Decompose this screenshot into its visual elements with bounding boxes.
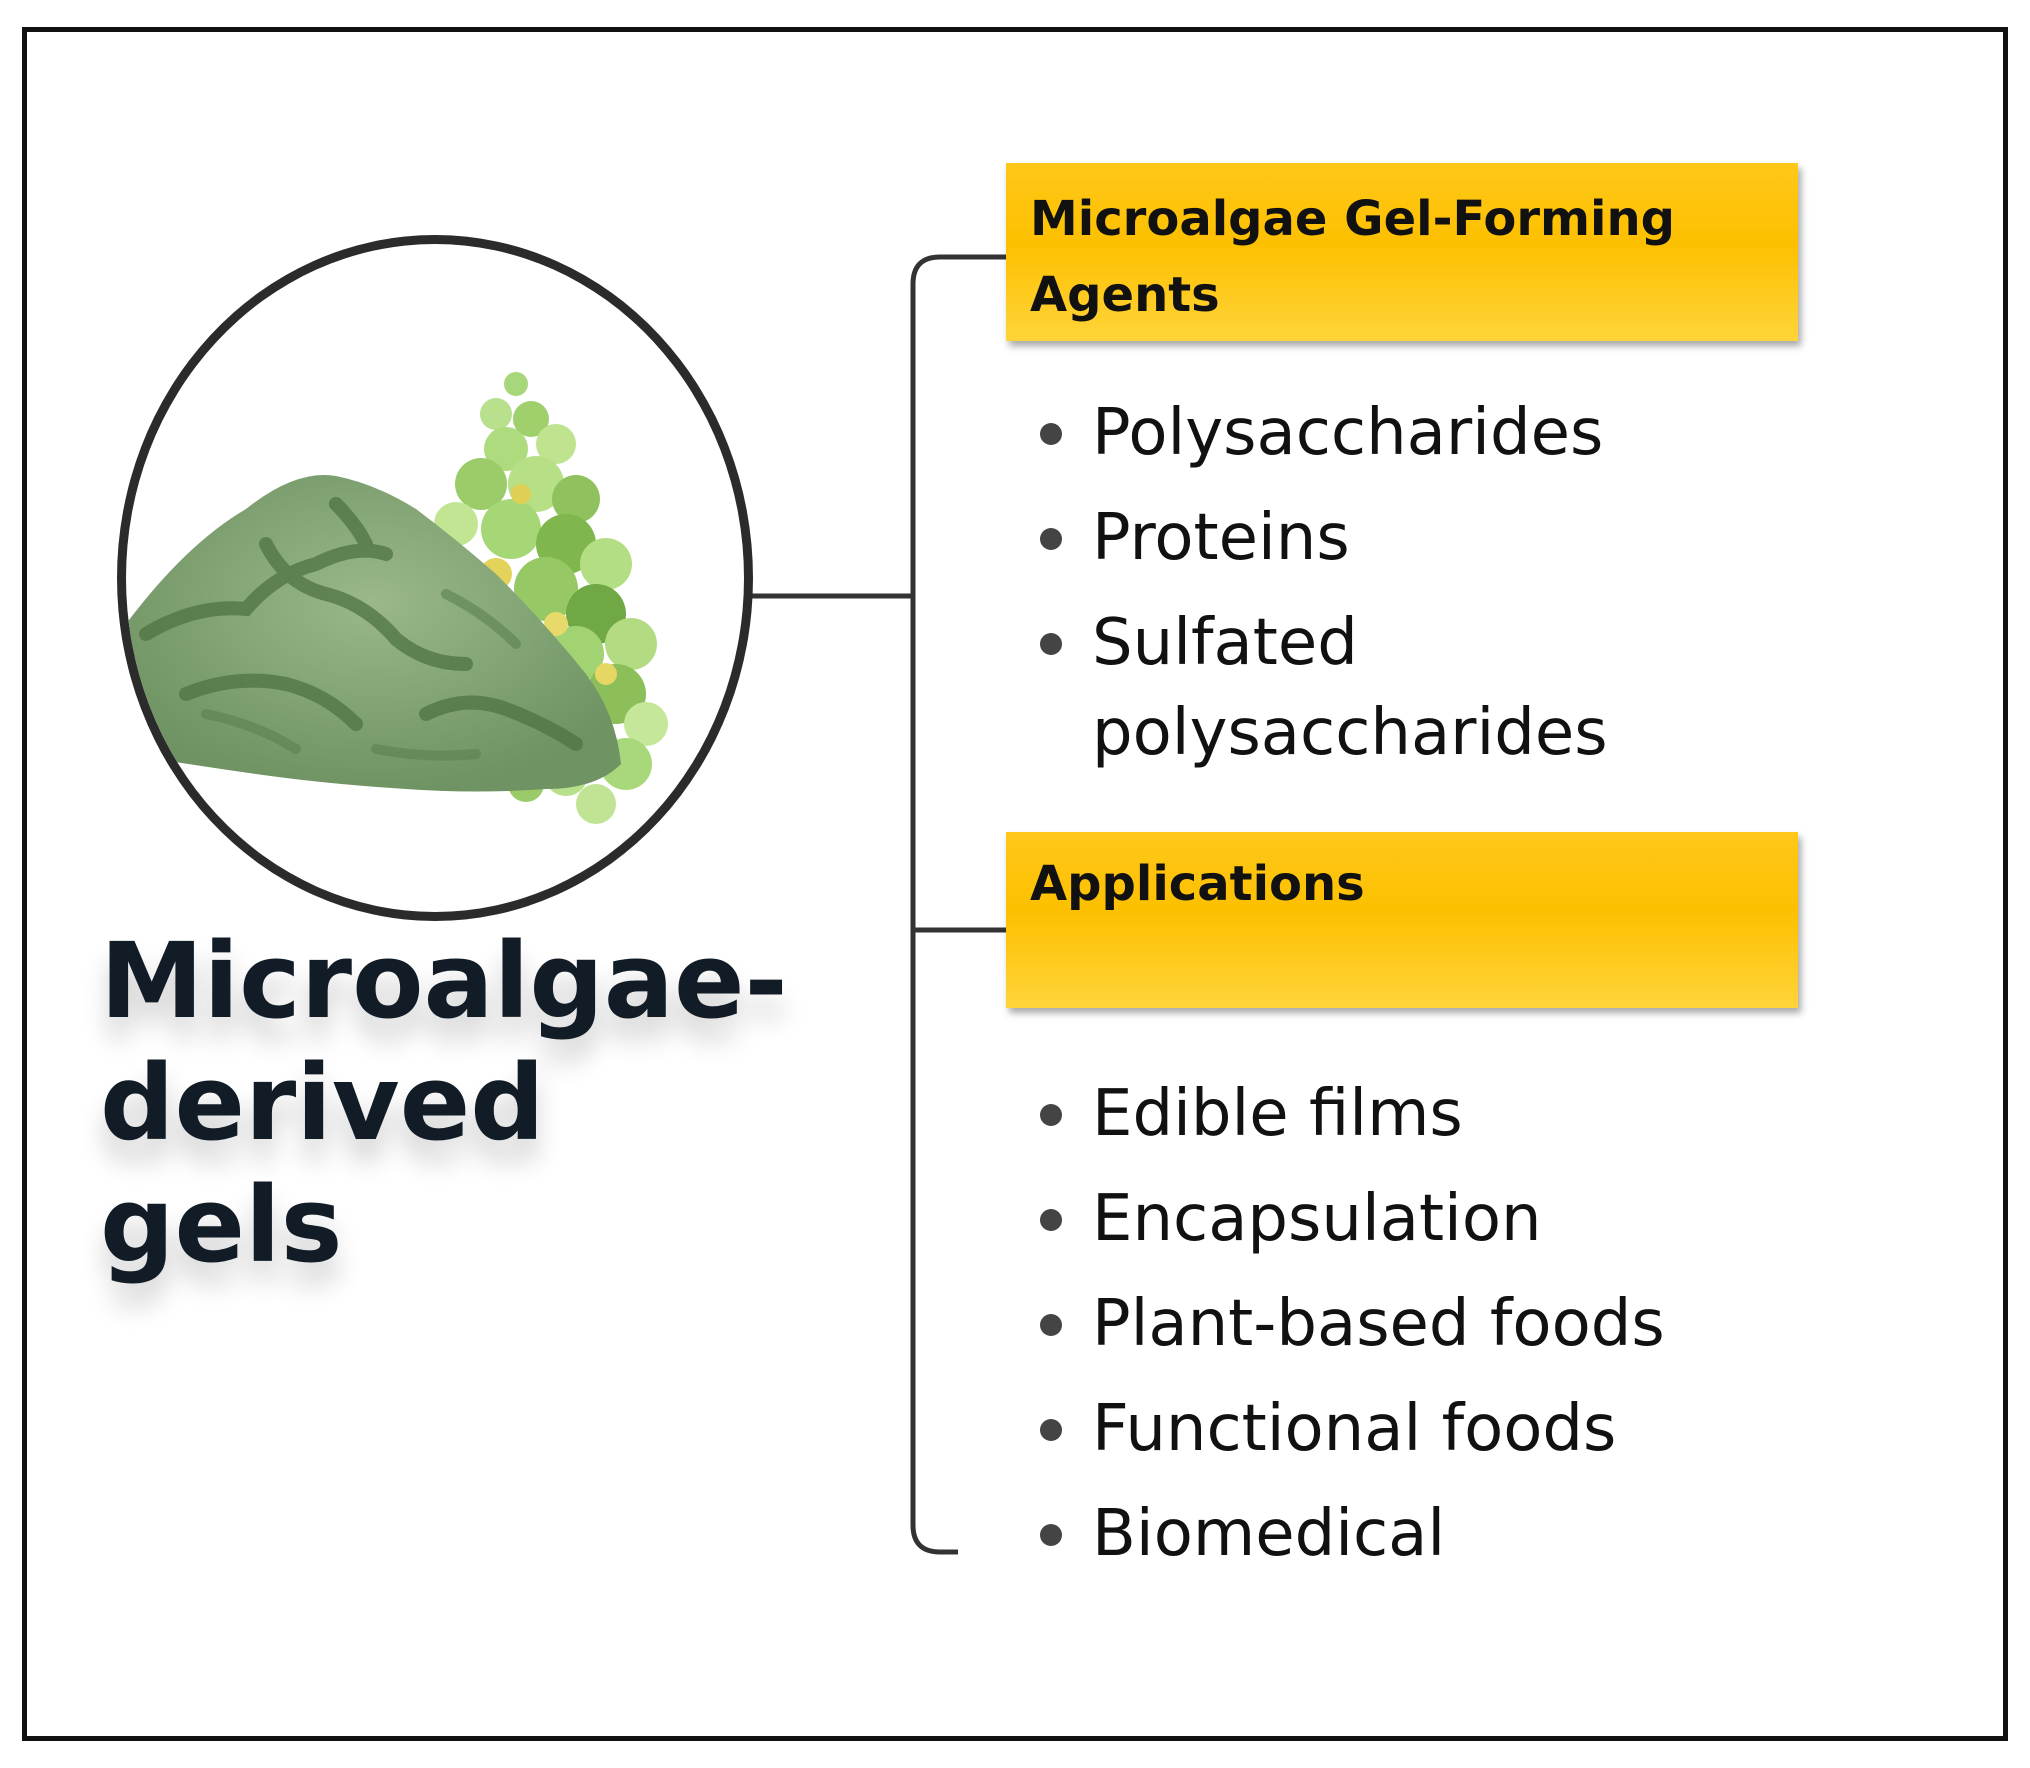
gel-forming-agents-list: Polysaccharides Proteins Sulfated polysa… bbox=[1036, 388, 1812, 778]
list-item: Biomedical bbox=[1036, 1482, 1812, 1587]
list-item: Functional foods bbox=[1036, 1377, 1812, 1482]
list-item: Edible films bbox=[1036, 1062, 1812, 1167]
list-item: Plant-based foods bbox=[1036, 1272, 1812, 1377]
heading-box-gel-forming-agents: Microalgae Gel-Forming Agents bbox=[1006, 163, 1798, 341]
list-item: Encapsulation bbox=[1036, 1167, 1812, 1272]
diagram-title: Microalgae-derived gels bbox=[100, 920, 788, 1286]
list-item: Proteins bbox=[1036, 493, 1812, 598]
list-item: Polysaccharides bbox=[1036, 388, 1812, 493]
microalgae-illustration bbox=[117, 235, 753, 921]
algae-rock-image bbox=[126, 372, 668, 824]
heading-box-applications: Applications bbox=[1006, 832, 1798, 1008]
connector-spine bbox=[910, 254, 1006, 1555]
diagram-frame bbox=[22, 27, 2008, 1741]
applications-list: Edible films Encapsulation Plant-based f… bbox=[1036, 1062, 1812, 1587]
list-item: Sulfated polysaccharides bbox=[1036, 598, 1812, 778]
algae-rock-icon bbox=[126, 474, 621, 792]
